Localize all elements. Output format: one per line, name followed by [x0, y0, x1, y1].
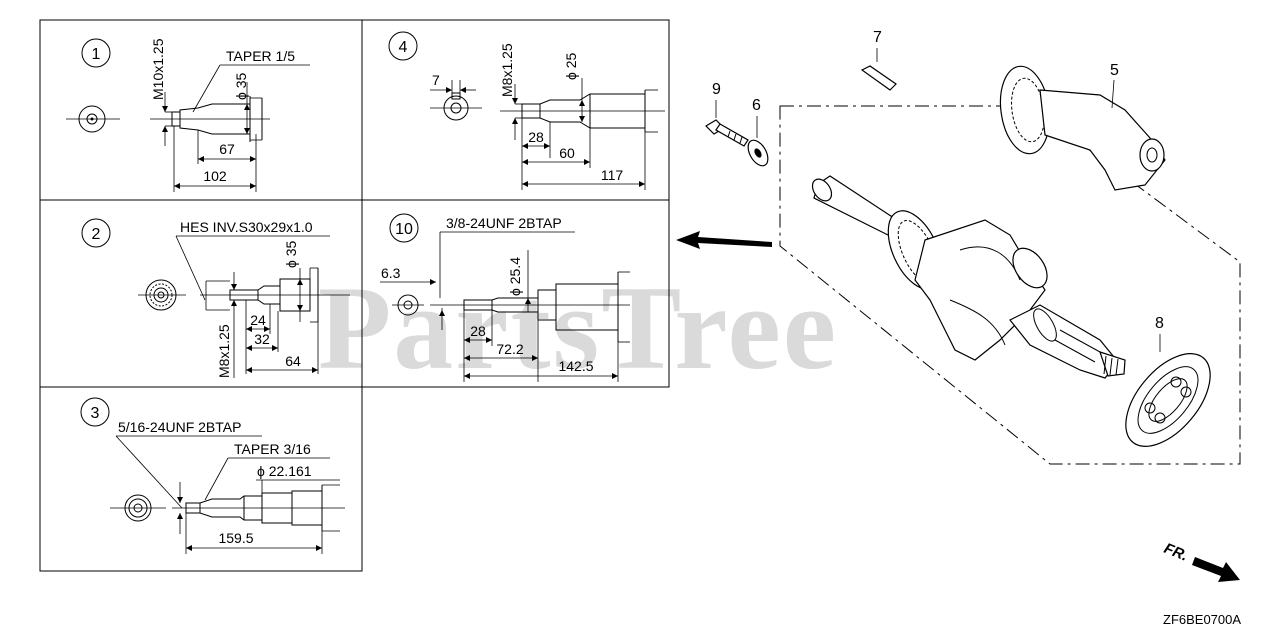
- key-width-label: 7: [432, 72, 440, 88]
- dimension-64: 64: [285, 353, 301, 369]
- thread-label: M8x1.25: [216, 324, 232, 378]
- woodruff-key: [860, 65, 897, 91]
- thread-label: M10x1.25: [150, 38, 166, 100]
- panel-10-frame: [361, 199, 670, 388]
- callout-8: 8: [1155, 315, 1164, 332]
- ball-bearing: [1125, 353, 1211, 447]
- callout-7: 7: [873, 29, 882, 46]
- dimension-28: 28: [528, 129, 544, 145]
- diameter-label: ϕ 25.4: [507, 257, 523, 296]
- diagram-code: ZF6BE0700A: [1163, 612, 1241, 627]
- dimension-32: 32: [254, 331, 270, 347]
- dimension-142-5: 142.5: [558, 358, 593, 374]
- dimension-159-5: 159.5: [218, 530, 253, 546]
- diameter-label: ϕ 22.161: [257, 463, 312, 479]
- callout-6: 6: [752, 97, 761, 114]
- callout-9: 9: [712, 81, 721, 98]
- panel-number-circle: [81, 218, 111, 248]
- dimension-24: 24: [250, 312, 266, 328]
- thread-label: 3/8-24UNF 2BTAP: [446, 215, 562, 231]
- front-arrow-icon: [1192, 557, 1240, 582]
- front-direction-marker: FR.: [1162, 540, 1240, 582]
- panel-number: 10: [395, 221, 413, 238]
- dimension-60: 60: [559, 145, 575, 161]
- thread-label: 5/16-24UNF 2BTAP: [118, 419, 241, 435]
- bolt: [705, 119, 749, 147]
- panel-1: 1 M10x1.25 TAPER 1/5 ϕ 35: [66, 38, 310, 192]
- callout-5: 5: [1110, 62, 1119, 79]
- panel-grid: [39, 19, 670, 572]
- panel-number: 2: [92, 226, 101, 243]
- washer: [747, 139, 769, 167]
- panel-number-circle: [388, 31, 418, 61]
- thread-label: M8x1.25: [499, 43, 515, 97]
- panel-number-circle: [389, 213, 419, 243]
- crankshaft: [811, 175, 1126, 379]
- panel-2: 2 HES INV.S30x29x1.0 ϕ 35 M: [81, 218, 350, 378]
- watermark: PartsTree: [318, 261, 838, 394]
- exploded-view: 7 9 6 5 8: [676, 29, 1241, 465]
- dimension-28: 28: [470, 323, 486, 339]
- spline-label: HES INV.S30x29x1.0: [180, 219, 313, 235]
- panel-number: 4: [399, 39, 408, 56]
- panel-3: 3 5/16-24UNF 2BTAP TAPER 3/16 ϕ 22.161: [80, 397, 345, 554]
- panel-1-frame: [39, 19, 363, 201]
- dimension-72-2: 72.2: [496, 341, 523, 357]
- panel-10: 10 3/8-24UNF 2BTAP 6.3 ϕ 25.4: [380, 213, 630, 382]
- diameter-label: ϕ 35: [233, 72, 249, 100]
- dimension-117: 117: [601, 167, 624, 183]
- taper-label: TAPER 3/16: [234, 441, 311, 457]
- panel-number-circle: [80, 397, 110, 427]
- diameter-label: ϕ 25: [563, 52, 579, 80]
- front-label: FR.: [1162, 540, 1191, 565]
- panel-number-circle: [81, 38, 111, 68]
- panel-4: 4 7 M8x1.25 ϕ 25: [388, 31, 665, 190]
- panel-number: 1: [92, 46, 101, 63]
- direction-arrow: [676, 231, 772, 249]
- panel-number: 3: [91, 405, 100, 422]
- diameter-label: ϕ 35: [283, 240, 299, 268]
- balancer-shaft: [999, 65, 1166, 191]
- taper-label: TAPER 1/5: [226, 48, 295, 64]
- dimension-67: 67: [219, 141, 235, 157]
- dimension-6-3: 6.3: [381, 265, 401, 281]
- panel-3-frame: [39, 386, 363, 572]
- dimension-102: 102: [203, 168, 227, 184]
